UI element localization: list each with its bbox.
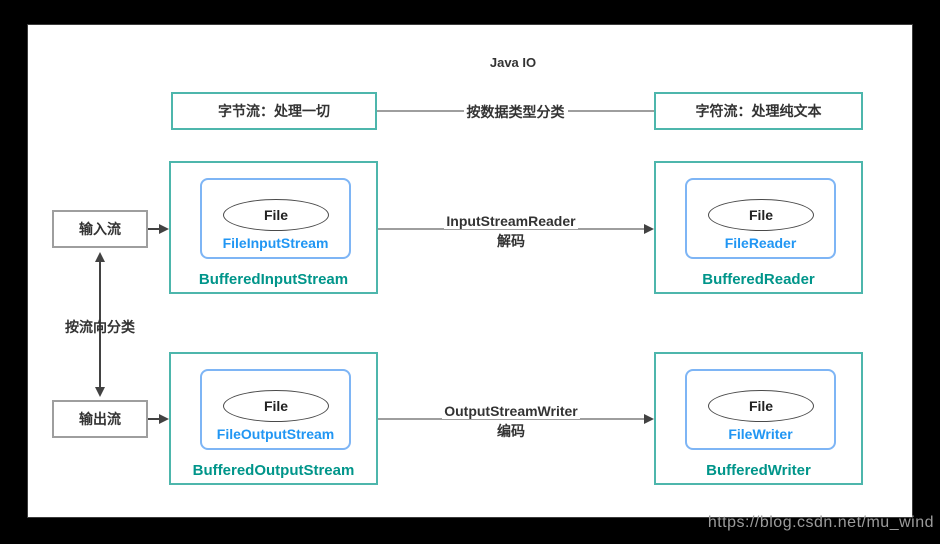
buffered-input-stream-label: BufferedInputStream [198, 271, 349, 288]
byte-stream-box: 字节流：处理一切 [171, 92, 377, 130]
file-label: File [263, 398, 289, 414]
output-link-line [148, 418, 160, 420]
diagram-canvas: Java IO 字节流：处理一切 按数据类型分类 字符流：处理纯文本 输入流 按… [27, 24, 913, 518]
decode-arrow-title: InputStreamReader [444, 213, 578, 229]
flow-direction-label: 按流向分类 [65, 319, 135, 335]
file-input-stream-label: FileInputStream [222, 235, 329, 251]
data-type-connector-label: 按数据类型分类 [377, 102, 654, 122]
arrowhead-up-icon [95, 252, 105, 262]
input-flow-box: 输入流 [52, 210, 148, 248]
buffered-writer-label: BufferedWriter [706, 462, 811, 479]
input-link-line [148, 228, 160, 230]
file-output-stream-label: FileOutputStream [216, 426, 335, 442]
arrowhead-right-icon [159, 224, 169, 234]
watermark-url: https://blog.csdn.net/mu_wind [707, 514, 934, 531]
file-writer-label: FileWriter [728, 426, 793, 442]
encode-arrow-line [378, 418, 645, 420]
buffered-output-stream-box: File FileOutputStream BufferedOutputStre… [169, 352, 378, 485]
file-ellipse: File [223, 199, 329, 231]
buffered-output-stream-label: BufferedOutputStream [192, 462, 355, 479]
arrowhead-right-icon [644, 414, 654, 424]
file-reader-label: FileReader [724, 235, 797, 251]
buffered-writer-box: File FileWriter BufferedWriter [654, 352, 863, 485]
output-flow-label: 输出流 [79, 411, 121, 427]
file-label: File [263, 207, 289, 223]
arrowhead-down-icon [95, 387, 105, 397]
encode-arrow-sub: 编码 [471, 421, 551, 441]
char-stream-box: 字符流：处理纯文本 [654, 92, 863, 130]
buffered-input-stream-box: File FileInputStream BufferedInputStream [169, 161, 378, 294]
output-flow-box: 输出流 [52, 400, 148, 438]
file-ellipse: File [708, 199, 814, 231]
decode-arrow-line [378, 228, 645, 230]
flow-direction-line [99, 261, 101, 388]
decode-arrow-sub: 解码 [471, 231, 551, 251]
file-label: File [748, 398, 774, 414]
encode-arrow-title: OutputStreamWriter [442, 403, 580, 419]
file-ellipse: File [708, 390, 814, 422]
arrowhead-right-icon [644, 224, 654, 234]
buffered-reader-label: BufferedReader [702, 271, 815, 288]
byte-stream-label: 字节流：处理一切 [218, 103, 330, 119]
arrowhead-right-icon [159, 414, 169, 424]
file-ellipse: File [223, 390, 329, 422]
char-stream-label: 字符流：处理纯文本 [695, 103, 822, 119]
page-title: Java IO [489, 55, 537, 70]
input-flow-label: 输入流 [79, 221, 121, 237]
buffered-reader-box: File FileReader BufferedReader [654, 161, 863, 294]
file-label: File [748, 207, 774, 223]
